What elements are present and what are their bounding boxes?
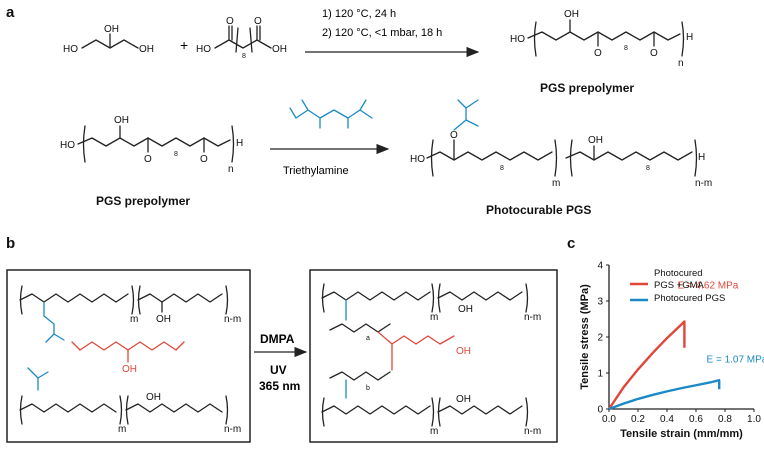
net-top-oh: OH <box>458 304 473 315</box>
reactant-ho: HO <box>60 140 75 151</box>
prepolymer-ho: HO <box>510 34 525 45</box>
sebacic-ho: HO <box>196 44 211 55</box>
sebacic-acid-structure: O O HO OH 8 <box>196 16 287 60</box>
sebacic-oh: OH <box>272 44 287 55</box>
crosslinked-network: m OH n-m a OH b m OH n-m <box>321 283 541 437</box>
arrow-label-dmpa: DMPA <box>260 332 295 346</box>
x-tick-label: 0.2 <box>631 414 645 425</box>
net-top-m: m <box>430 312 438 323</box>
reactant-8: 8 <box>174 151 178 158</box>
prepolymer-oh: OH <box>564 9 579 20</box>
b-left-oh: OH <box>156 314 171 325</box>
y-tick-label: 3 <box>597 297 603 308</box>
x-tick-label: 0.4 <box>660 414 674 425</box>
x-tick-label: 0.8 <box>718 414 732 425</box>
x-tick-label: 0.6 <box>689 414 703 425</box>
y-tick-label: 1 <box>597 369 603 380</box>
methacrylic-anhydride <box>289 99 373 129</box>
reactant-gma-crosslinker: OH <box>71 341 185 375</box>
photocurable-8b: 8 <box>646 165 650 172</box>
b-left-m: m <box>130 314 138 325</box>
box-crosslinked-network <box>309 269 558 443</box>
panel-label-a: a <box>6 4 15 21</box>
b-left2-oh: OH <box>146 392 161 403</box>
reactant-photocurable-pgs: m OH n-m <box>19 285 241 343</box>
condition-step-2: 2) 120 °C, <1 mbar, 18 h <box>322 27 442 39</box>
pgs-prepolymer-reactant: HO OH O O 8 H n <box>60 115 243 175</box>
prepolymer-o1: O <box>594 48 602 59</box>
prepolymer-n: n <box>678 58 684 69</box>
reagent-triethylamine: Triethylamine <box>283 165 349 177</box>
net-red-oh: OH <box>456 346 471 357</box>
photocurable-ester-o: O <box>450 130 458 141</box>
x-tick-label: 1.0 <box>747 414 761 425</box>
series-annotation-1: E = 1.07 MPa <box>707 355 764 366</box>
x-axis-label: Tensile strain (mm/mm) <box>620 428 743 440</box>
x-tick-label: 0.0 <box>602 414 616 425</box>
legend-label-1: Photocured PGS <box>654 293 725 304</box>
net-bot-oh: OH <box>456 394 471 405</box>
legend-label-0a: Photocured <box>654 268 703 279</box>
series-annotation-0: E = 4.62 MPa <box>678 280 739 291</box>
reactant-n: n <box>228 164 234 175</box>
glycerol-oh-right: OH <box>139 44 154 55</box>
panel-label-b: b <box>6 235 15 252</box>
photocurable-ho: HO <box>410 154 425 165</box>
series-line-0 <box>608 320 686 410</box>
prepolymer-o2: O <box>650 48 658 59</box>
prepolymer-h: H <box>686 32 693 43</box>
net-bot-m: m <box>430 426 438 437</box>
panel-label-c: c <box>567 235 575 252</box>
arrow-label-uv: UV <box>270 363 287 377</box>
reactant-oh: OH <box>114 115 129 126</box>
condition-step-1: 1) 120 °C, 24 h <box>322 8 396 20</box>
pgs-prepolymer-product: HO OH O O 8 H n <box>510 9 693 69</box>
net-b: b <box>366 385 370 392</box>
series-line-1 <box>608 379 721 411</box>
y-tick-label: 2 <box>597 333 603 344</box>
photocurable-oh: OH <box>588 135 603 146</box>
y-tick-label: 0 <box>597 405 603 416</box>
b-left2-nm: n-m <box>224 424 241 435</box>
box-reactants <box>6 269 251 443</box>
legend-label-0b: PGS +GMA <box>654 280 705 291</box>
reactant-h: H <box>236 138 243 149</box>
photocurable-h: H <box>698 152 705 163</box>
prepolymer-label-bottom: PGS prepolymer <box>96 194 190 208</box>
photocurable-8a: 8 <box>500 165 504 172</box>
reactant-o1: O <box>144 154 152 165</box>
photocurable-label: Photocurable PGS <box>486 203 591 217</box>
photocurable-nm: n-m <box>695 178 712 189</box>
sebacic-o-right: O <box>254 16 262 27</box>
glycerol-ho-left: HO <box>63 44 78 55</box>
net-top-nm: n-m <box>524 312 541 323</box>
plus-sign: + <box>180 37 188 53</box>
net-a: a <box>366 335 370 342</box>
y-axis-label: Tensile stress (MPa) <box>579 284 591 390</box>
prepolymer-label-top: PGS prepolymer <box>540 81 634 95</box>
b-left2-m: m <box>118 424 126 435</box>
reactant-o2: O <box>200 154 208 165</box>
reactant-photocurable-pgs-2: m OH n-m <box>19 367 241 435</box>
photocurable-pgs-product: HO O 8 m OH 8 H n-m <box>410 99 712 189</box>
glycerol-oh-mid: OH <box>104 24 119 35</box>
glycerol-structure: HO OH OH <box>63 24 154 55</box>
b-left-nm: n-m <box>224 314 241 325</box>
photocurable-m: m <box>552 178 560 189</box>
prepolymer-8: 8 <box>624 45 628 52</box>
arrow-label-wavelength: 365 nm <box>259 379 300 393</box>
net-bot-nm: n-m <box>524 426 541 437</box>
sebacic-repeat-8: 8 <box>242 53 246 60</box>
y-tick-label: 4 <box>597 261 603 272</box>
sebacic-o-left: O <box>226 16 234 27</box>
gma-oh: OH <box>122 364 137 375</box>
